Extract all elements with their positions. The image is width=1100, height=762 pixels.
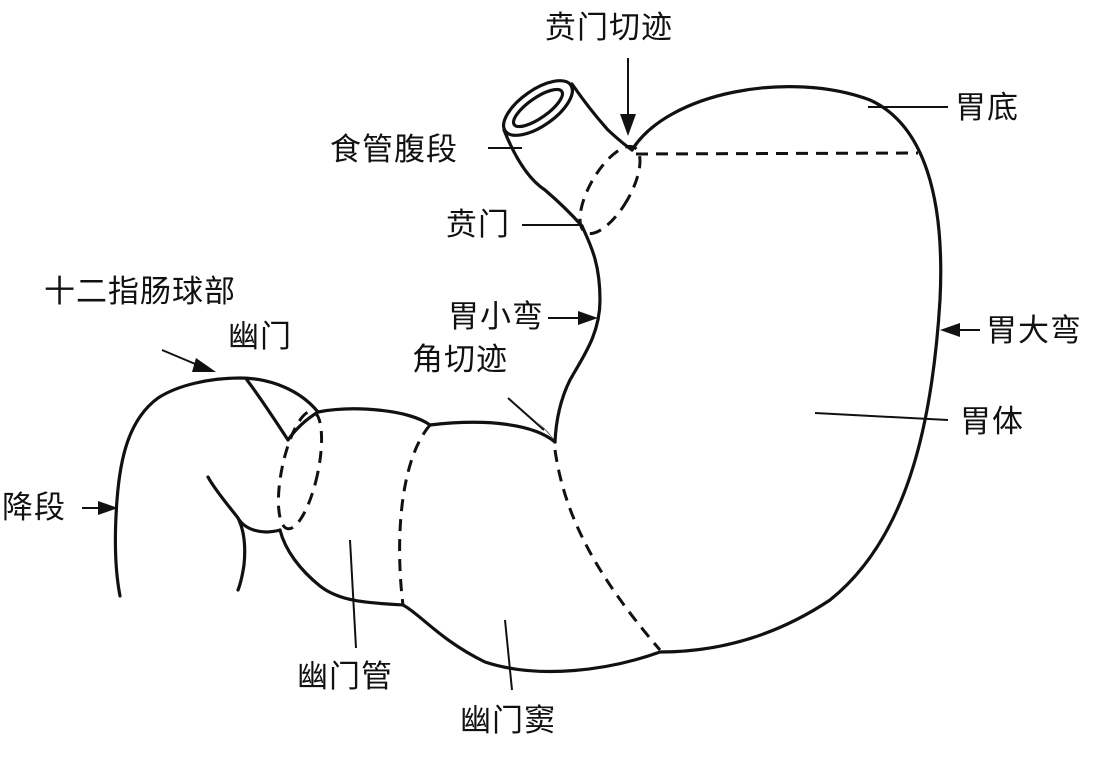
label-fundus: 胃底 [955, 90, 1019, 126]
pyloric-canal-upper-outline [316, 407, 432, 427]
esophagus-opening-inner [511, 87, 565, 129]
angular-incisure-arrowhead [538, 422, 556, 442]
label-descending-part: 降段 [2, 490, 66, 526]
duodenum-inner-wall [206, 475, 282, 592]
duodenal-bulb-arrowhead [192, 358, 216, 372]
esophagus-right-wall [570, 82, 634, 152]
body-leader [814, 412, 949, 421]
fundus-boundary [635, 151, 919, 156]
label-abdominal-esophagus: 食管腹段 [330, 132, 458, 168]
body-antrum-boundary [553, 449, 662, 651]
antrum-upper-outline [428, 420, 557, 444]
antrum-canal-boundary [398, 424, 432, 606]
greater-curvature-arrowhead [940, 323, 960, 337]
pylorus-boundary [276, 409, 324, 531]
pyloric-canal-leader [349, 539, 357, 649]
label-cardia: 贲门 [446, 207, 510, 243]
lesser-curvature-outline [553, 224, 602, 444]
pyloric-antrum-leader [504, 619, 513, 691]
label-pylorus: 幽门 [228, 319, 292, 355]
greater-curvature-outline [278, 85, 943, 674]
label-angular-incisure: 角切迹 [412, 342, 508, 378]
esophagus-left-wall [502, 128, 584, 228]
descending-part-arrowhead [98, 501, 118, 515]
pylorus-notch [245, 378, 320, 442]
label-body: 胃体 [960, 404, 1024, 440]
cardiac-notch-arrowhead [620, 114, 636, 136]
label-lesser-curvature: 胃小弯 [448, 299, 544, 335]
angular-incisure-leader [507, 397, 545, 431]
label-greater-curvature: 胃大弯 [986, 313, 1082, 349]
label-pyloric-canal: 幽门管 [297, 659, 393, 695]
label-cardiac-notch: 贲门切迹 [545, 10, 673, 46]
label-pyloric-antrum: 幽门窦 [460, 703, 556, 739]
label-duodenal-bulb: 十二指肠球部 [44, 274, 236, 310]
duodenal-bulb-leader [161, 349, 201, 367]
esophagus-opening-outer [502, 79, 574, 137]
lesser-curvature-arrowhead [578, 311, 598, 325]
duodenum-outer-wall [113, 376, 320, 598]
